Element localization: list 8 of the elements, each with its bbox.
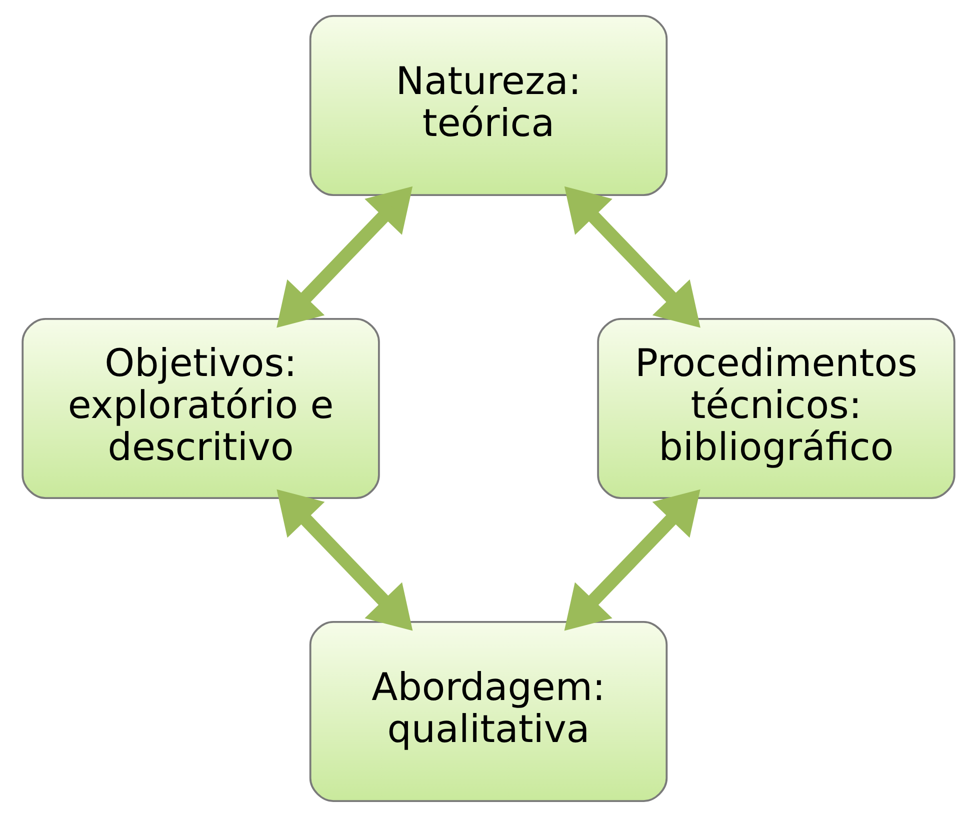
arrow [276,186,412,328]
arrow [564,489,700,631]
node-box: Natureza: teórica [308,15,668,196]
node-box: Objetivos: exploratório e descritivo [21,318,380,499]
node-box: Abordagem: qualitativa [308,620,668,802]
node-box: Procedimentos técnicos: bibliográfico [596,318,955,499]
arrow [564,186,700,328]
arrow [276,489,412,631]
